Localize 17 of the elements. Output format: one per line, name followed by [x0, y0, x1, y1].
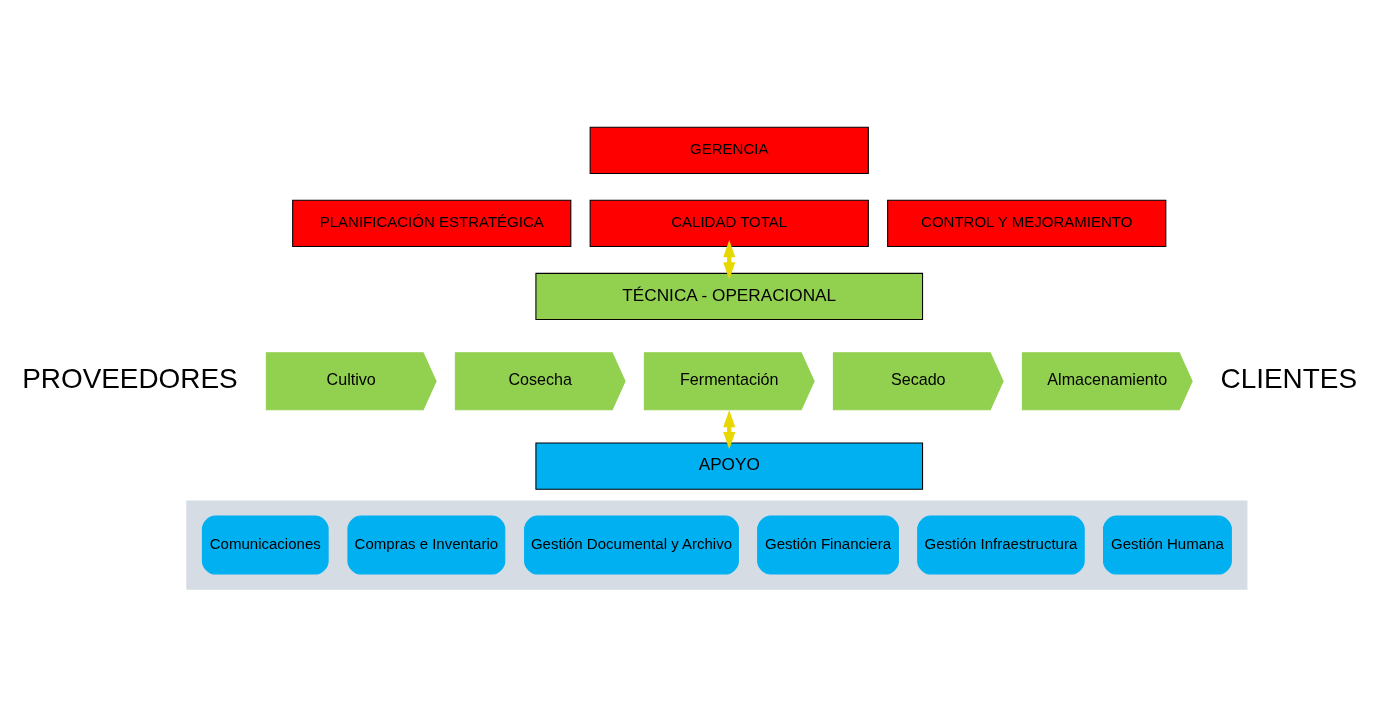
- node-box: GERENCIA: [589, 126, 869, 174]
- arrow: [723, 409, 736, 449]
- node-box: Gestión Infraestructura: [917, 515, 1085, 575]
- node-box: TÉCNICA - OPERACIONAL: [535, 272, 924, 320]
- node-box: Comunicaciones: [201, 515, 329, 575]
- node-box: PLANIFICACIÓN ESTRATÉGICA: [292, 199, 572, 247]
- label: CLIENTES: [1220, 362, 1358, 394]
- node-box: APOYO: [535, 442, 924, 490]
- label: PROVEEDORES: [22, 362, 238, 394]
- node-box: Gestión Documental y Archivo: [524, 515, 739, 575]
- node-box: CALIDAD TOTAL: [589, 199, 869, 247]
- node-box: Gestión Humana: [1103, 515, 1232, 575]
- node-box: Gestión Financiera: [757, 515, 899, 575]
- cluster: [186, 500, 1248, 590]
- node-box: CONTROL Y MEJORAMIENTO: [887, 199, 1167, 247]
- arrow: [723, 239, 736, 280]
- node-box: Compras e Inventario: [347, 515, 506, 575]
